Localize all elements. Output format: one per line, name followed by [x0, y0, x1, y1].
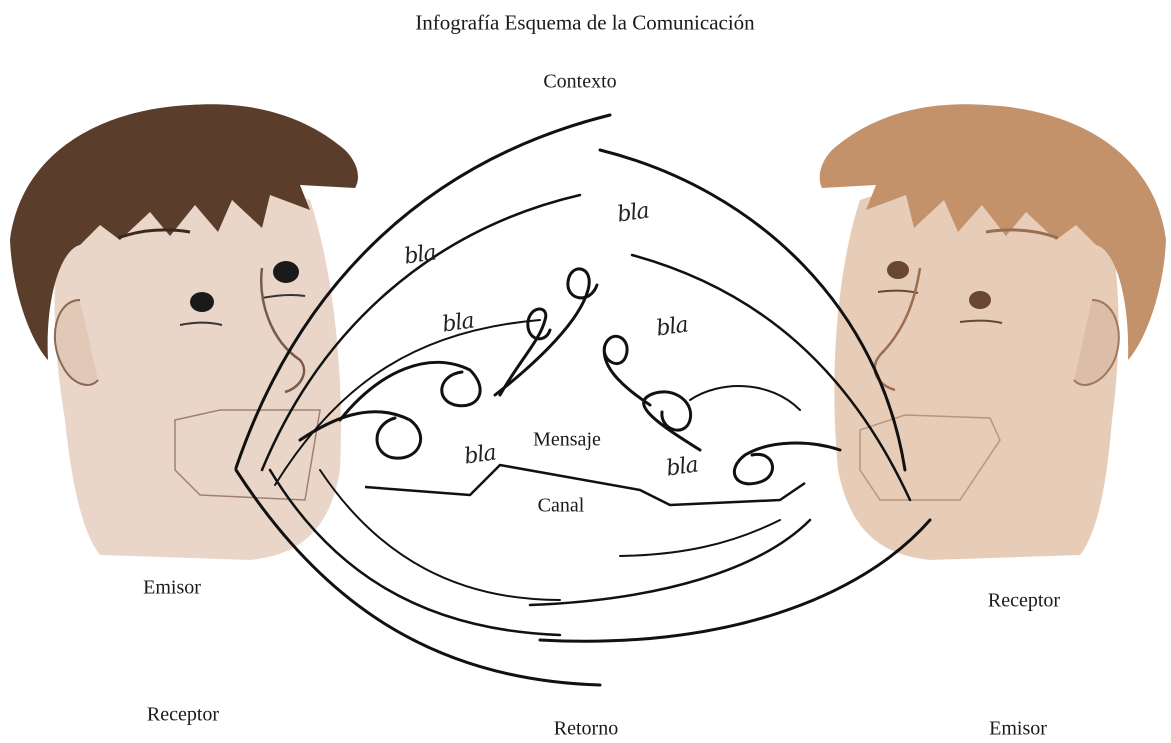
bla-text-6: bla: [664, 452, 700, 482]
label-left-sender: Emisor: [143, 576, 201, 599]
left-person-head: [10, 104, 358, 561]
label-right-sender: Emisor: [989, 717, 1047, 740]
right-person-head: [819, 104, 1166, 561]
bla-text-1: bla: [402, 240, 438, 270]
bla-text-5: bla: [462, 440, 498, 470]
label-feedback: Retorno: [553, 717, 619, 740]
label-left-receiver: Receptor: [146, 703, 220, 726]
bla-text-4: bla: [654, 312, 690, 342]
message-swirls: [298, 267, 842, 486]
bla-text-2: bla: [440, 308, 476, 338]
diagram-title: Infografía Esquema de la Comunicación: [415, 10, 755, 35]
left-hair: [10, 104, 358, 360]
right-hair: [819, 104, 1166, 360]
bla-text-3: bla: [615, 198, 651, 228]
right-ear: [1073, 299, 1120, 386]
context-arcs: [234, 113, 932, 687]
left-face: [54, 185, 341, 561]
label-channel: Canal: [537, 494, 585, 517]
channel-line: [364, 463, 806, 507]
label-right-receiver: Receptor: [987, 589, 1061, 612]
label-message: Mensaje: [533, 428, 601, 451]
label-context: Contexto: [543, 70, 617, 93]
left-ear: [53, 299, 99, 386]
